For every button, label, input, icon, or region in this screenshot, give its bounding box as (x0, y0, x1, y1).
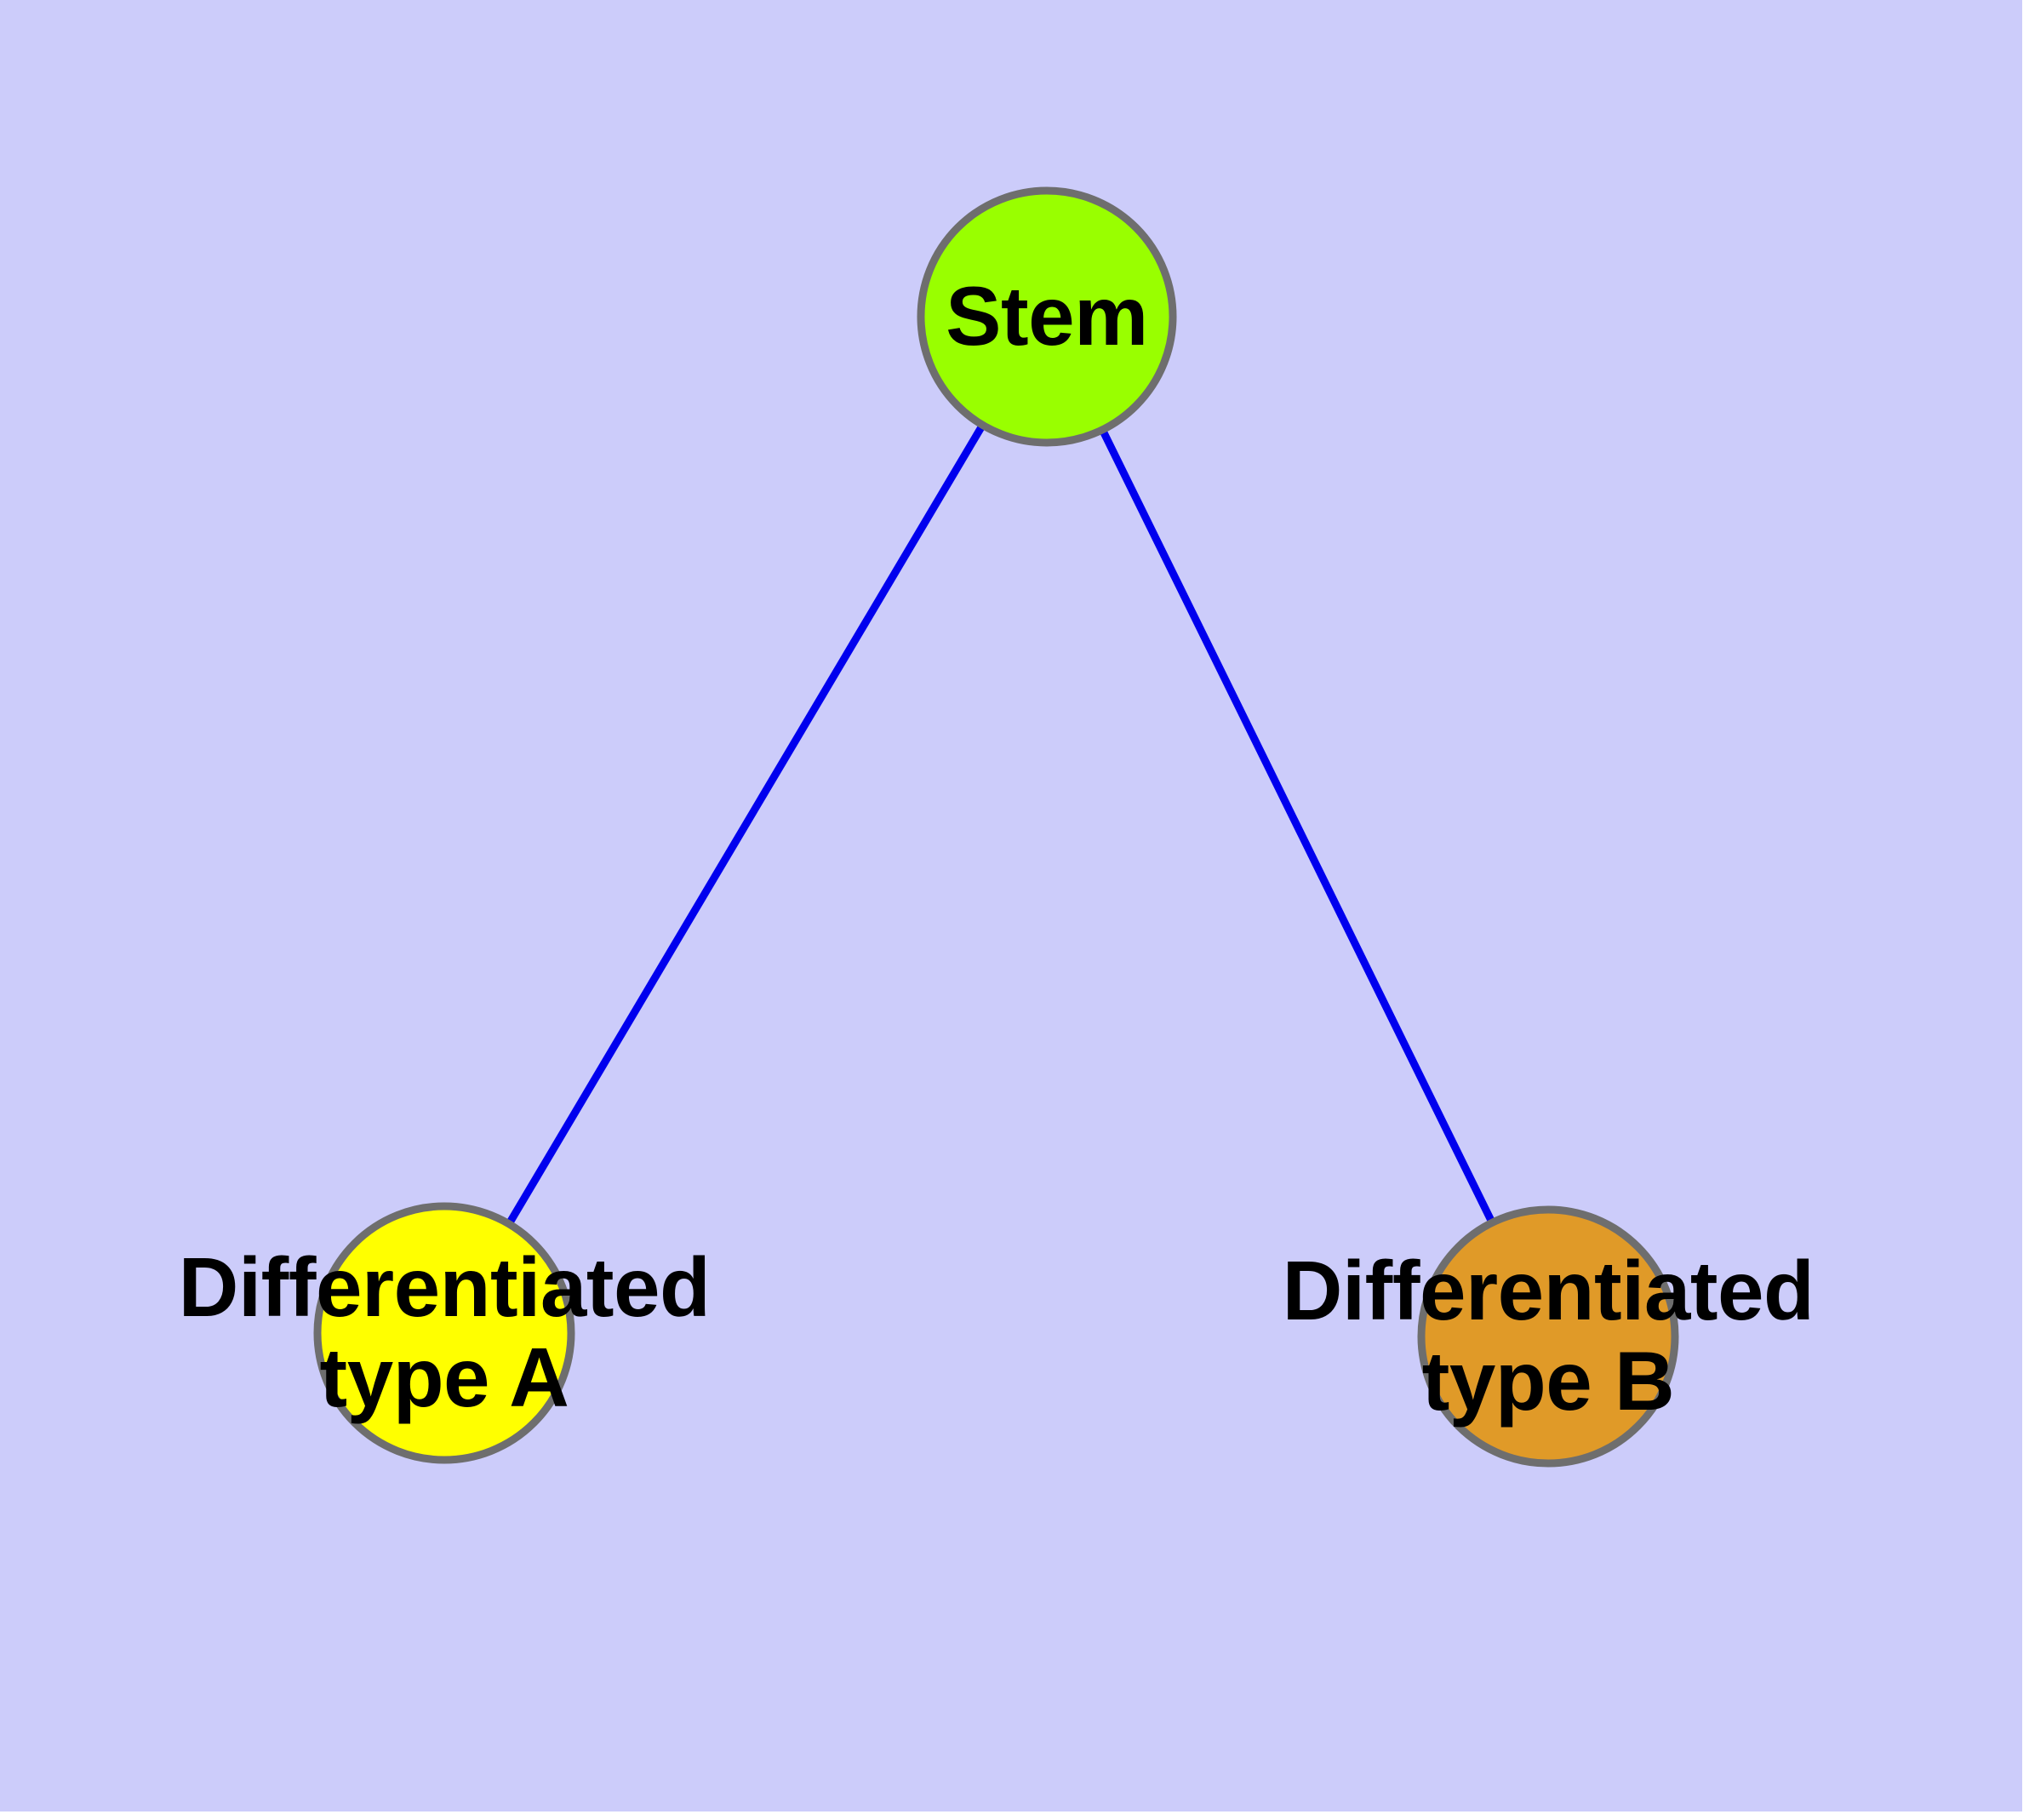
edges-group (441, 314, 1552, 1338)
edge-stem-to-b[interactable] (1043, 315, 1552, 1338)
edge-stem-to-a[interactable] (441, 314, 1050, 1336)
node-stem[interactable] (917, 186, 1177, 447)
nodes-group (313, 186, 1679, 1468)
node-diff_a[interactable] (313, 1202, 575, 1464)
node-diff_b[interactable] (1417, 1205, 1679, 1468)
